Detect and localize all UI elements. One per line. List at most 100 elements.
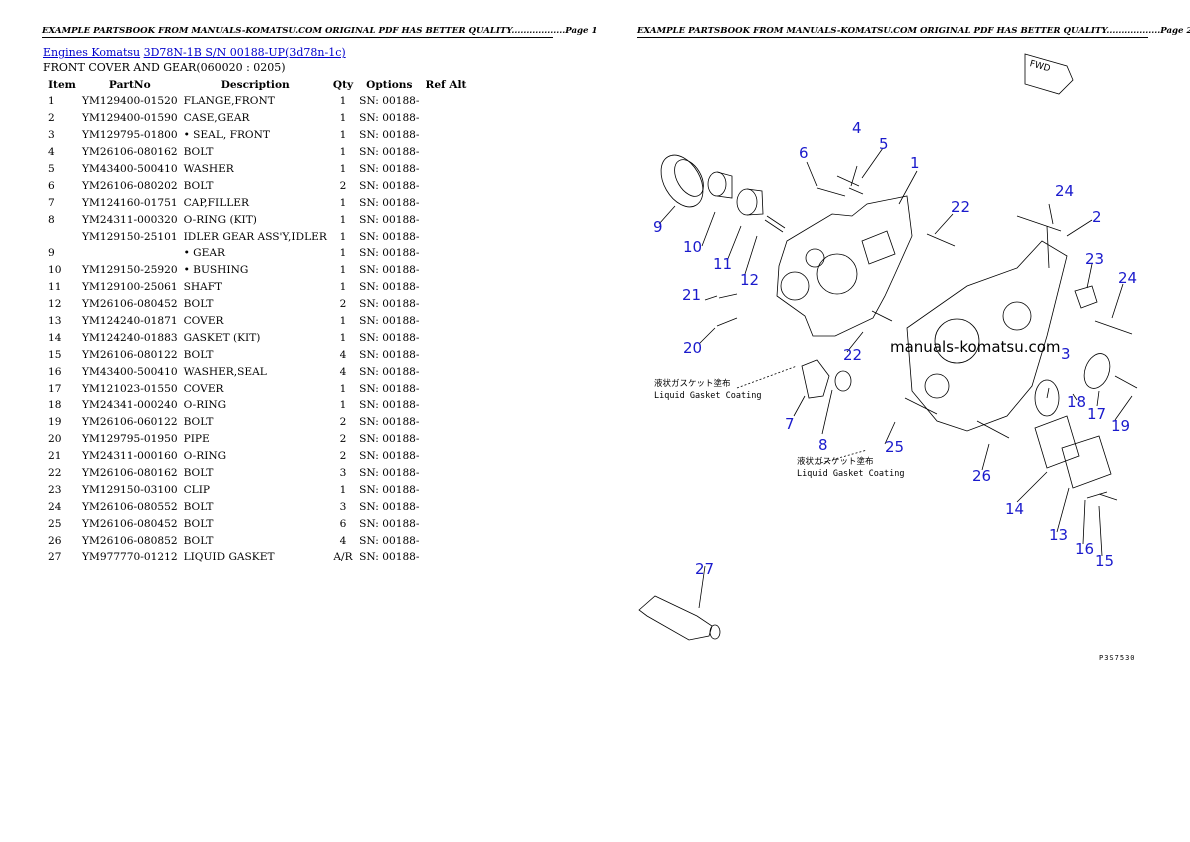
gear-case-2 — [906, 240, 1068, 432]
cell-description: O-RING — [183, 450, 227, 463]
cell-item-number: 10 — [48, 264, 62, 277]
cell-ref-alt — [423, 245, 470, 262]
cell-quantity: A/R — [333, 551, 353, 564]
cell-description: BOLT — [183, 298, 214, 311]
callout-22-top: 22 — [951, 198, 970, 216]
cell-item-number: 19 — [48, 416, 62, 429]
cell-item-number: 6 — [48, 179, 55, 192]
cell-quantity: 1 — [339, 247, 347, 260]
bolt-19 — [1114, 375, 1138, 389]
callout-23: 23 — [1085, 250, 1104, 268]
cell-description: CLIP — [183, 483, 211, 496]
cell-description: WASHER — [183, 163, 234, 175]
cell-quantity: 1 — [339, 163, 347, 175]
cell-quantity: 2 — [339, 416, 347, 429]
cell-item-number: 3 — [48, 129, 55, 142]
cell-part-number: YM124240-01883 — [82, 331, 178, 344]
cell-options: SN: 00188- — [359, 467, 420, 480]
cell-part-number: YM24311-000320 — [82, 213, 178, 226]
cell-quantity: 2 — [339, 450, 347, 463]
fwd-label: FWD — [1028, 59, 1051, 74]
cell-item-number: 11 — [48, 281, 62, 294]
cell-description: COVER — [183, 315, 224, 328]
cell-description: WASHER,SEAL — [183, 365, 267, 378]
cell-ref-alt — [423, 329, 470, 346]
cell-item-number: 22 — [48, 467, 62, 480]
cell-description: BOLT — [183, 517, 214, 530]
seal-ring-9-inner — [674, 159, 704, 197]
cell-ref-alt — [423, 93, 470, 110]
cell-description: • SEAL, FRONT — [183, 129, 270, 142]
cell-quantity: 3 — [339, 500, 347, 513]
shaft-11-body — [746, 188, 764, 216]
cell-description: BOLT — [183, 500, 214, 513]
cell-item-number: 16 — [48, 365, 62, 378]
cell-quantity: 4 — [339, 348, 347, 361]
cell-item-number: 13 — [48, 315, 62, 328]
cover-17 — [1083, 353, 1111, 389]
gasket-leader-lines — [736, 365, 868, 465]
figure-page-code: P3S7530 — [1099, 654, 1136, 662]
cell-options: SN: 00188- — [359, 416, 420, 429]
case-bore-a — [934, 318, 980, 364]
cell-options: SN: 00188- — [359, 129, 420, 142]
cell-quantity: 6 — [339, 517, 347, 530]
cell-part-number: YM129150-25101 — [82, 230, 178, 243]
callout-15: 15 — [1095, 552, 1114, 570]
callout-17: 17 — [1087, 405, 1106, 423]
callout-24-top: 24 — [1055, 182, 1074, 200]
watermark-text: manuals-komatsu.com — [890, 338, 1061, 356]
cell-part-number: YM26106-080162 — [82, 146, 178, 159]
cell-item-number: 12 — [48, 298, 62, 311]
cell-item-number: 25 — [48, 517, 62, 530]
cell-description: PIPE — [183, 433, 210, 446]
cell-quantity: 4 — [339, 534, 347, 547]
cell-part-number: YM124240-01871 — [82, 315, 178, 328]
tube-cap — [709, 624, 721, 640]
leader-lines — [658, 147, 1133, 609]
cell-part-number: YM129150-03100 — [82, 483, 178, 496]
bolt-24-right — [1094, 320, 1133, 335]
parts-table: Item PartNo Description Qty Options Ref … — [43, 76, 469, 566]
callout-19: 19 — [1111, 417, 1130, 435]
callout-6: 6 — [799, 144, 809, 162]
cell-item-number: 5 — [48, 163, 55, 175]
cover-13 — [1061, 435, 1112, 489]
callout-numbers: 4 5 6 1 9 10 11 12 22 24 2 23 24 21 20 2… — [653, 119, 1137, 578]
column-header-item: Item — [48, 78, 76, 91]
cell-quantity: 1 — [339, 230, 347, 243]
cell-item-number: 9 — [48, 247, 55, 260]
bushing-10 — [707, 171, 727, 197]
cell-ref-alt — [423, 465, 470, 482]
cell-description: BOLT — [183, 146, 214, 159]
cell-quantity: 2 — [339, 179, 347, 192]
flange-window — [861, 230, 896, 265]
callout-26: 26 — [972, 467, 991, 485]
cell-part-number: YM26106-060122 — [82, 416, 178, 429]
cell-description: LIQUID GASKET — [183, 551, 275, 564]
cell-options: SN: 00188- — [359, 500, 420, 513]
bolt-12 — [764, 215, 786, 233]
cell-description: • GEAR — [183, 247, 226, 260]
cell-quantity: 2 — [339, 298, 347, 311]
cell-options: SN: 00188- — [359, 382, 420, 395]
cell-ref-alt — [423, 448, 470, 465]
cell-part-number: YM26106-080202 — [82, 179, 178, 192]
breadcrumb: Engines Komatsu 3D78N-1B S/N 00188-UP(3d… — [43, 46, 346, 59]
breadcrumb-link-engines[interactable]: Engines Komatsu — [43, 46, 141, 59]
cell-ref-alt — [423, 194, 470, 211]
cell-description: O-RING — [183, 399, 227, 412]
cell-quantity: 3 — [339, 467, 347, 480]
callout-7: 7 — [785, 415, 795, 433]
breadcrumb-link-model[interactable]: 3D78N-1B S/N 00188-UP(3d78n-1c) — [143, 46, 346, 59]
